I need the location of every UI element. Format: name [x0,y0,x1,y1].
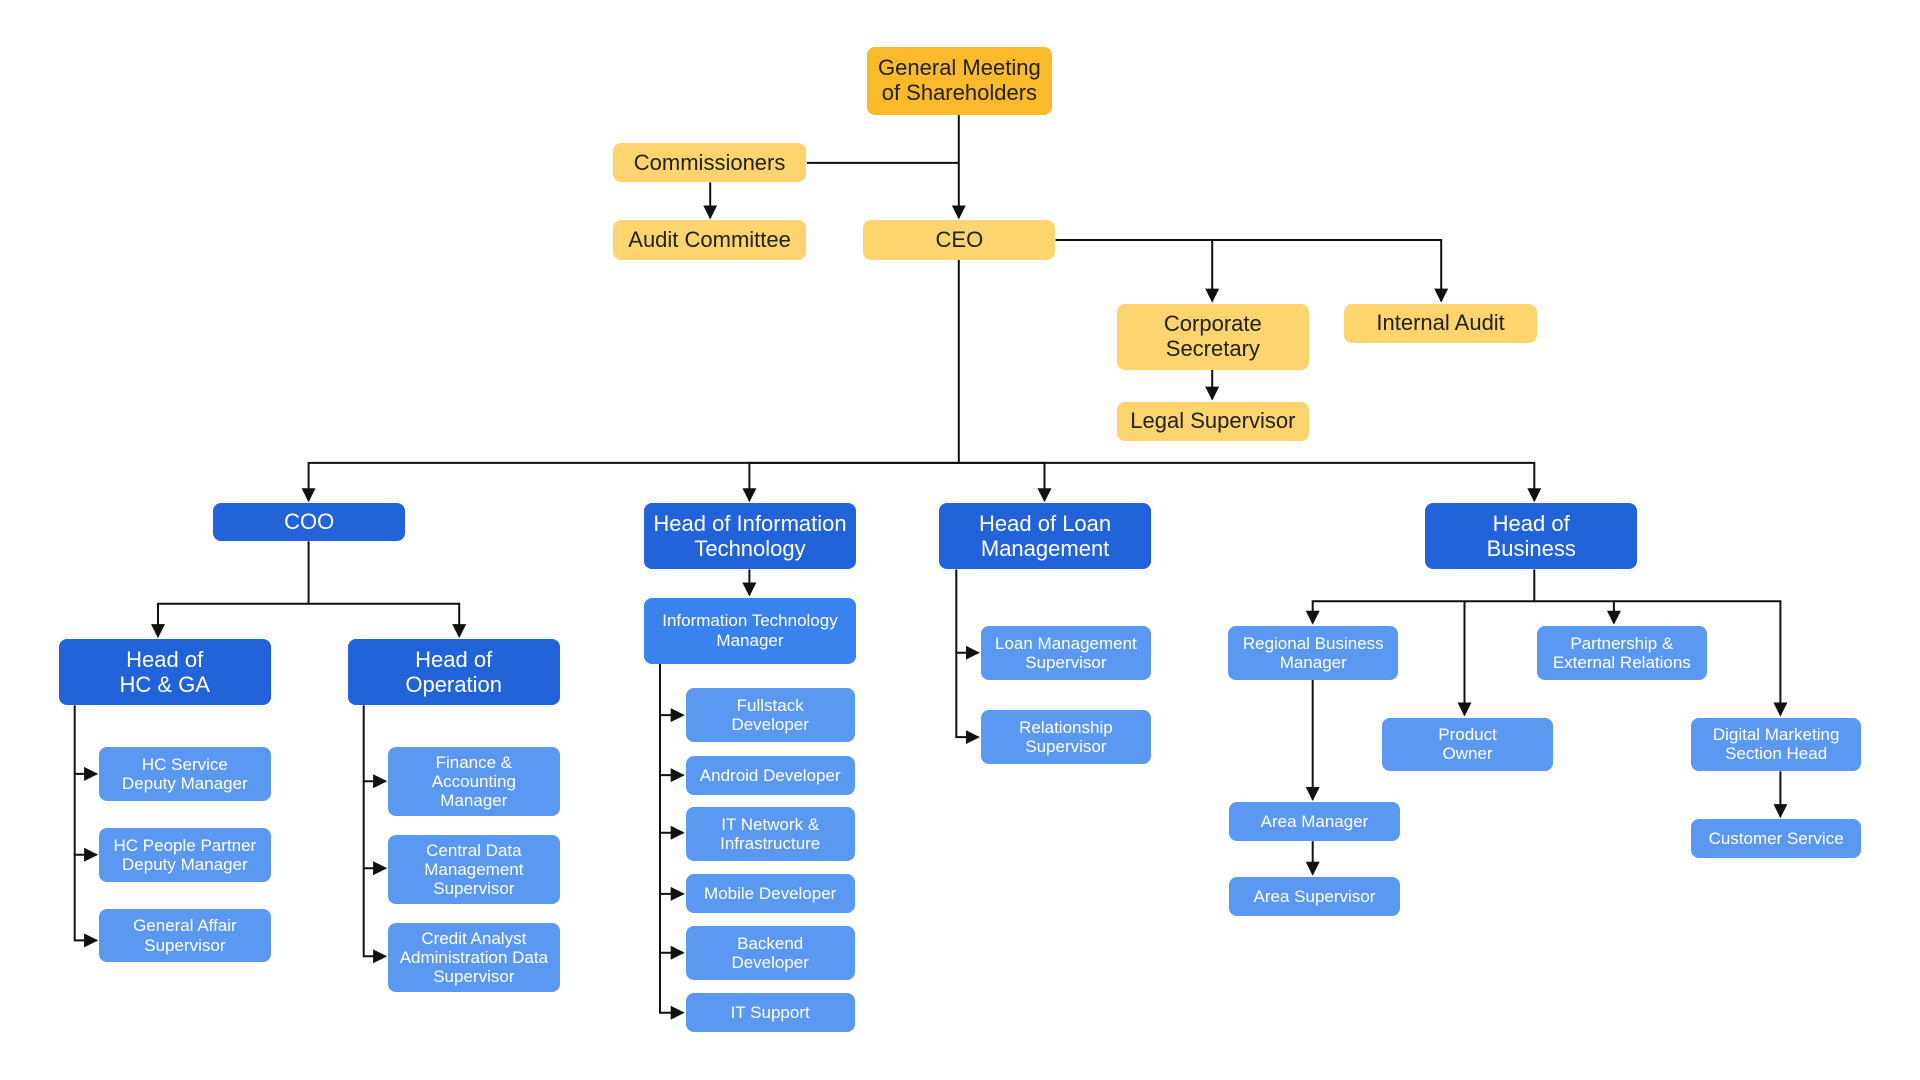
node-head-operation: Head of Operation [347,639,560,706]
connector-it-manager-to-fullstack [659,663,685,723]
node-hc-people: HC People Partner Deputy Manager [99,827,271,882]
node-legal-supervisor: Legal Supervisor [1116,401,1309,441]
connector-head-hc-ga-to-hc-service [73,705,99,781]
connector-head-hc-ga-to-hc-people [73,773,99,862]
connector-head-business-to-digital-marketing [1613,600,1788,717]
node-corporate-secretary: Corporate Secretary [1116,303,1309,370]
node-central-data: Central Data Management Supervisor [388,835,560,904]
connector-ceo-to-head-business [958,461,1542,503]
node-it-network: IT Network & Infrastructure [685,806,855,861]
node-digital-marketing: Digital Marketing Section Head [1691,717,1862,772]
connector-head-loan-to-relationship [955,652,980,745]
node-fullstack: Fullstack Developer [685,688,855,743]
node-area-supervisor: Area Supervisor [1229,876,1400,916]
node-loan-supervisor: Loan Management Supervisor [980,625,1152,680]
connector-head-hc-ga-to-general-affair [73,854,99,948]
node-android: Android Developer [685,755,855,795]
connector-it-manager-to-mobile [659,832,685,901]
node-mobile: Mobile Developer [685,874,855,914]
connector-ceo-to-head-it [742,461,959,503]
node-it-manager: Information Technology Manager [644,597,856,664]
node-head-hc-ga: Head of HC & GA [58,639,271,706]
node-head-loan: Head of Loan Management [939,503,1151,570]
connector-ceo-to-corporate-secretary [1055,239,1220,303]
node-general-affair: General Affair Supervisor [99,908,271,963]
node-regional-manager: Regional Business Manager [1228,625,1399,680]
connector-ceo-to-head-loan [958,461,1052,503]
connector-it-manager-to-android [659,715,685,783]
connector-ceo-to-coo [301,259,960,503]
connector-head-operation-to-credit-analyst [362,868,388,964]
connector-head-operation-to-central-data [362,781,388,876]
connector-head-operation-to-finance [362,705,388,789]
connector-head-loan-to-loan-supervisor [955,569,980,660]
node-audit-committee: Audit Committee [613,220,806,260]
connector-coo-to-head-operation [308,602,467,639]
node-backend: Backend Developer [685,925,855,980]
connector-head-business-to-partnership [1534,600,1621,625]
node-coo: COO [213,503,406,542]
node-commissioners: Commissioners [613,143,806,183]
connector-it-manager-to-it-support [659,952,685,1020]
node-partnership: Partnership & External Relations [1536,625,1707,680]
connector-ceo-to-internal-audit [1055,239,1449,303]
node-finance: Finance & Accounting Manager [388,746,560,816]
node-ceo: CEO [863,220,1056,260]
node-relationship: Relationship Supervisor [980,710,1152,765]
connector-head-business-to-regional-manager [1305,569,1536,625]
node-area-manager: Area Manager [1229,802,1400,842]
connector-it-manager-to-it-network [659,775,685,840]
connector-coo-to-head-hc-ga [151,541,310,639]
node-head-it: Head of Information Technology [644,503,856,570]
node-head-business: Head of Business [1425,503,1638,570]
connector-it-manager-to-backend [659,893,685,960]
node-customer-service: Customer Service [1691,819,1862,859]
node-it-support: IT Support [685,993,855,1033]
node-internal-audit: Internal Audit [1344,303,1537,343]
node-gms: General Meeting of Shareholders [866,46,1052,116]
node-hc-service: HC Service Deputy Manager [99,746,271,801]
node-product-owner: Product Owner [1382,717,1553,772]
node-credit-analyst: Credit Analyst Administration Data Super… [388,923,560,992]
